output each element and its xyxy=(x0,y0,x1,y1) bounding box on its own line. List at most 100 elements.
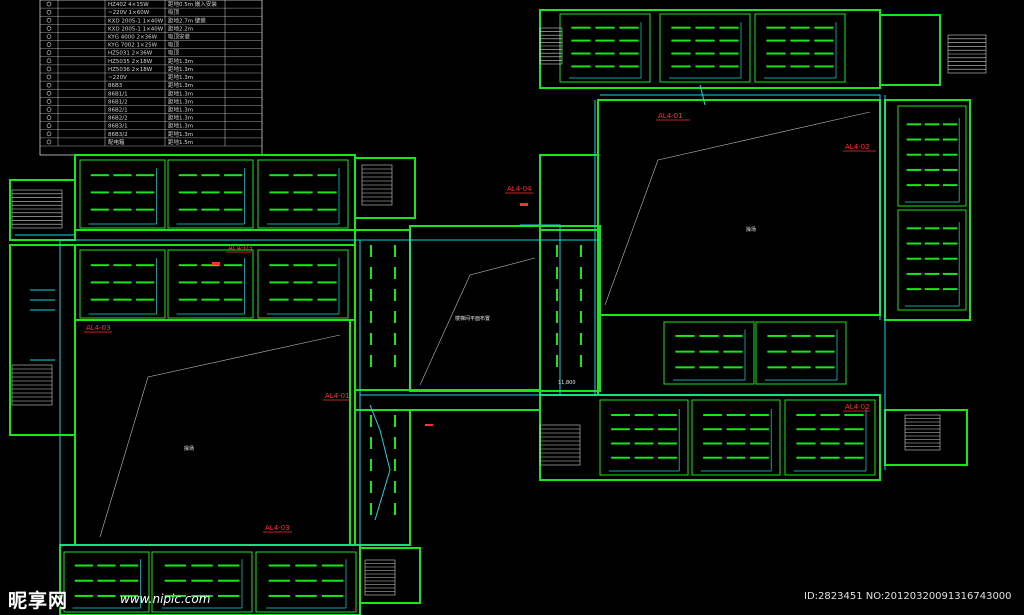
classroom xyxy=(691,399,781,476)
light-fixture xyxy=(295,579,317,582)
classroom xyxy=(559,13,651,83)
light-fixture xyxy=(113,208,132,211)
light-fixture xyxy=(556,311,558,323)
light-fixture xyxy=(556,289,558,301)
panel-markers xyxy=(212,203,528,426)
legend-symbol-icon xyxy=(46,42,52,47)
light-fixture xyxy=(611,456,630,459)
light-fixture xyxy=(723,350,743,353)
legend-symbol-icon xyxy=(46,34,52,39)
corridor-segment xyxy=(370,245,396,367)
staircase xyxy=(539,27,563,65)
light-fixture xyxy=(136,191,155,194)
staircases xyxy=(11,27,987,596)
light-fixture xyxy=(113,298,132,301)
light-fixture xyxy=(906,272,922,275)
light-fixture xyxy=(90,208,109,211)
classroom xyxy=(754,13,846,83)
light-fixture xyxy=(370,503,372,515)
light-fixture xyxy=(370,333,372,345)
light-fixture xyxy=(164,594,186,597)
light-fixture xyxy=(178,208,197,211)
classroom xyxy=(663,321,755,385)
legend-install: 距地1.3m xyxy=(168,81,193,89)
staircase xyxy=(11,189,63,229)
light-fixture xyxy=(726,442,746,445)
light-fixture xyxy=(90,174,109,177)
light-fixture xyxy=(293,264,313,267)
light-fixture xyxy=(791,366,811,369)
light-fixture xyxy=(269,191,289,194)
light-fixture xyxy=(719,39,739,42)
light-fixture xyxy=(269,298,289,301)
legend-model: HZ5036 2×18W xyxy=(108,67,153,73)
legend-symbol-icon xyxy=(46,9,52,15)
light-fixture xyxy=(201,298,220,301)
light-fixture xyxy=(317,264,337,267)
light-fixture xyxy=(218,594,240,597)
light-fixture xyxy=(699,334,719,337)
light-fixture xyxy=(74,564,93,567)
light-fixture xyxy=(394,415,396,427)
light-fixture xyxy=(766,65,786,68)
light-fixture xyxy=(178,191,197,194)
light-fixture xyxy=(201,208,220,211)
light-fixture xyxy=(611,428,630,431)
legend-symbol-icon xyxy=(46,107,52,112)
light-fixture xyxy=(370,311,372,323)
light-fixture xyxy=(703,442,722,445)
legend-install: 距地0.5m 嵌入安装 xyxy=(168,0,217,8)
light-fixture xyxy=(322,579,344,582)
light-fixture xyxy=(595,65,615,68)
light-fixture xyxy=(317,298,337,301)
light-fixture xyxy=(791,350,811,353)
legend-install: 距地1.3m xyxy=(168,130,193,138)
light-fixture xyxy=(224,298,243,301)
light-fixture xyxy=(671,39,691,42)
light-fixture xyxy=(906,123,922,126)
light-fixture xyxy=(719,52,739,55)
light-fixture xyxy=(815,350,835,353)
light-fixture xyxy=(750,428,769,431)
light-fixture xyxy=(942,242,958,245)
distribution-panel-labels: AL4-01 AL4-02 AL4-04 AL4-03 AL4-03 AL4-0… xyxy=(84,112,876,533)
light-fixture xyxy=(317,208,337,211)
legend-install: 距地1.3m xyxy=(168,97,193,105)
light-fixture xyxy=(136,208,155,211)
light-fixture xyxy=(595,52,615,55)
light-fixture xyxy=(295,594,317,597)
light-fixture xyxy=(317,174,337,177)
legend-install: 距地1.3m xyxy=(168,122,193,130)
light-fixture xyxy=(218,564,240,567)
legend-install: 距地1.3m xyxy=(168,106,193,114)
light-fixture xyxy=(942,257,958,260)
classroom xyxy=(599,399,689,476)
legend-model: 86B2/1 xyxy=(108,108,128,114)
light-fixture xyxy=(658,413,677,416)
light-fixture xyxy=(293,174,313,177)
light-fixture xyxy=(906,257,922,260)
legend-model: 86B1/1 xyxy=(108,91,128,97)
classroom xyxy=(255,551,357,613)
legend-model: 86B3/2 xyxy=(108,132,128,138)
legend-model: 配电箱 xyxy=(108,138,125,146)
legend-symbol-icon xyxy=(46,1,52,7)
light-fixture xyxy=(844,442,864,445)
light-fixture xyxy=(268,564,290,567)
light-fixture xyxy=(658,428,677,431)
light-fixture xyxy=(370,459,372,471)
light-fixture xyxy=(814,26,834,29)
light-fixture xyxy=(750,413,769,416)
light-fixture xyxy=(906,138,922,141)
light-fixture xyxy=(814,39,834,42)
legend-model: KXD 2005-1 1×40W xyxy=(108,26,164,32)
light-fixture xyxy=(796,428,816,431)
light-fixture xyxy=(820,456,840,459)
panel-label-al4-02-bottom: AL4-02 xyxy=(845,403,870,411)
light-fixture xyxy=(295,564,317,567)
staircase xyxy=(364,559,396,596)
light-fixture xyxy=(719,26,739,29)
light-fixture xyxy=(580,333,582,345)
classroom xyxy=(659,13,751,83)
light-fixture xyxy=(695,39,715,42)
